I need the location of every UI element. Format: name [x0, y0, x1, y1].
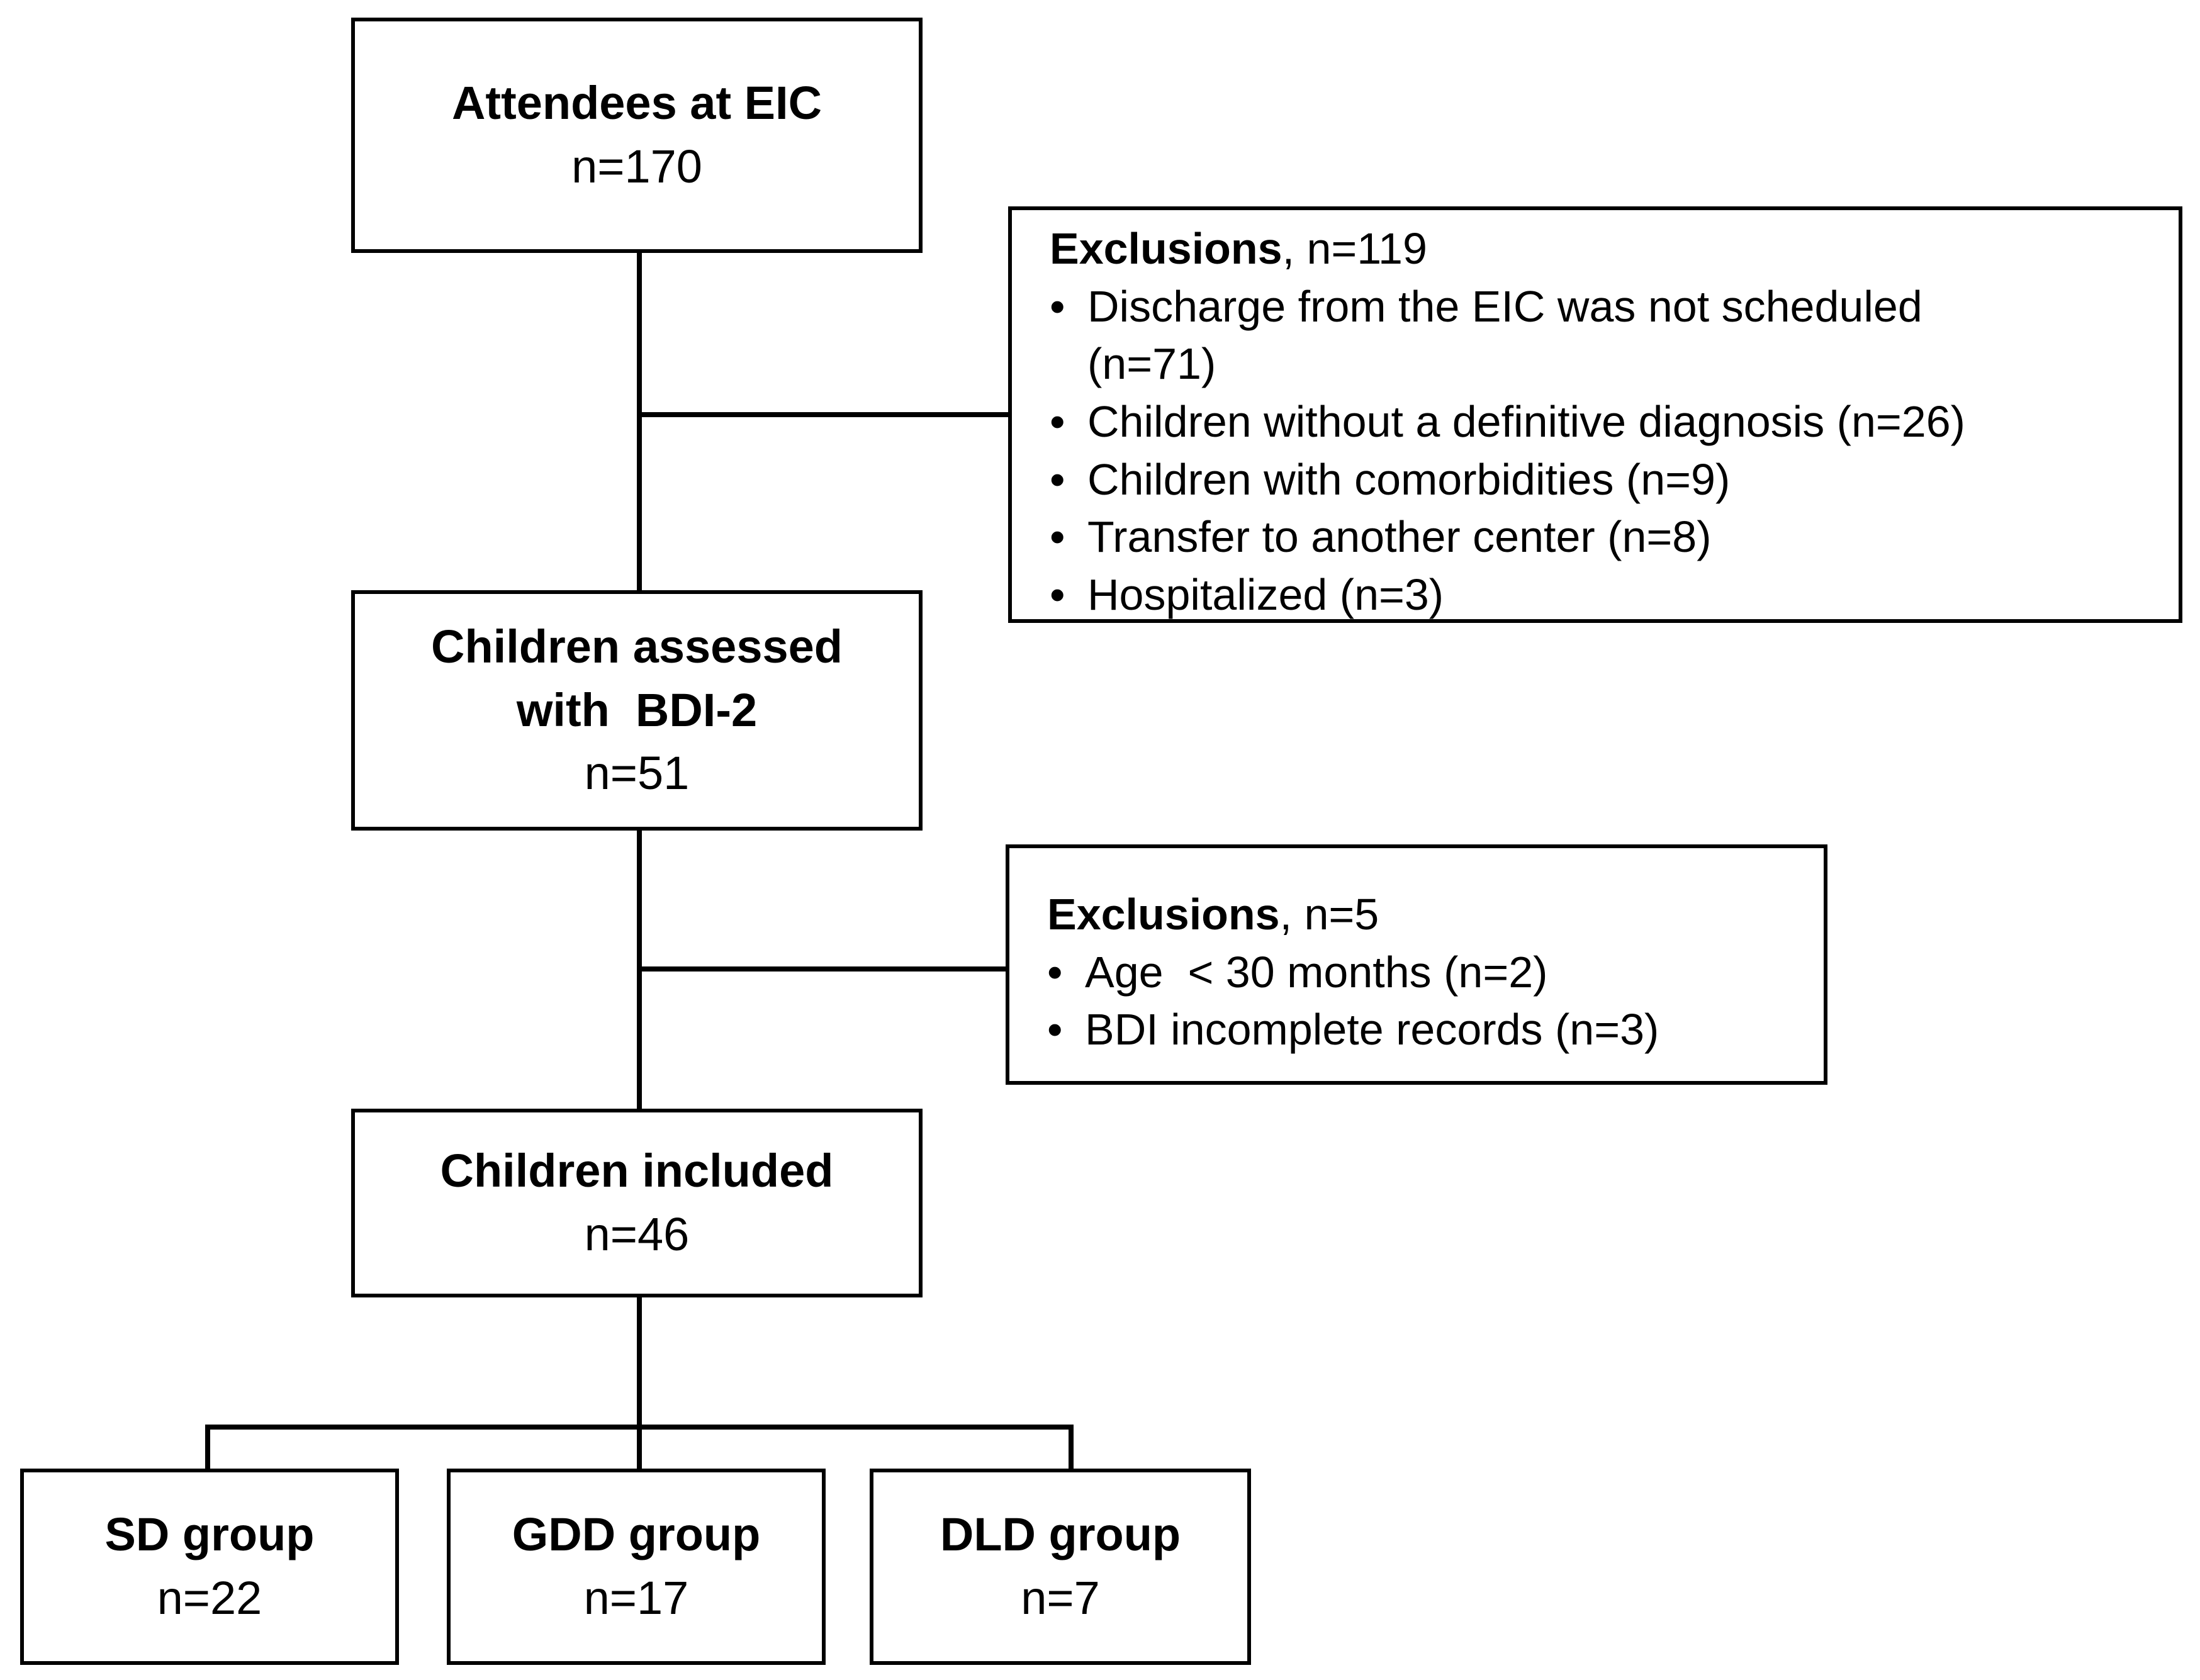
exclusions-1-item: Children without a definitive diagnosis … [1050, 393, 2057, 451]
exclusions-2-list: Age < 30 months (n=2) BDI incomplete rec… [1047, 944, 1824, 1059]
assessed-title-line1: Children assessed [431, 620, 843, 673]
exclusions-1-item: Discharge from the EIC was not scheduled… [1050, 278, 2057, 393]
group-gdd-title: GDD group [512, 1508, 761, 1561]
connector-group-dld [1069, 1425, 1074, 1472]
connector-main-upper [637, 252, 642, 591]
group-sd-count: n=22 [157, 1572, 262, 1624]
exclusions-box-2: Exclusions, n=5 Age < 30 months (n=2) BD… [1006, 844, 1827, 1085]
attendees-box: Attendees at EIC n=170 [351, 18, 923, 253]
exclusions-2-heading-line: Exclusions, n=5 [1047, 886, 1824, 944]
connector-group-sd [205, 1425, 210, 1472]
group-dld-count: n=7 [1021, 1572, 1100, 1624]
connector-exclusions-2 [637, 966, 1007, 972]
exclusions-1-count: , n=119 [1282, 224, 1427, 273]
exclusions-box-1: Exclusions, n=119 Discharge from the EIC… [1008, 206, 2182, 624]
group-box-gdd: GDD group n=17 [447, 1469, 826, 1665]
connector-groups-horizontal [205, 1425, 1074, 1430]
assessed-title-line2: with BDI-2 [516, 683, 758, 736]
included-box: Children included n=46 [351, 1109, 923, 1297]
exclusions-2-heading: Exclusions [1047, 890, 1280, 939]
group-box-sd: SD group n=22 [20, 1469, 399, 1665]
exclusions-1-item: Transfer to another center (n=8) [1050, 508, 2057, 566]
exclusions-1-heading: Exclusions [1050, 224, 1282, 273]
attendees-count: n=170 [571, 140, 702, 193]
assessed-count: n=51 [584, 747, 690, 800]
exclusions-1-heading-line: Exclusions, n=119 [1050, 220, 2179, 278]
exclusions-2-item: Age < 30 months (n=2) [1047, 944, 1824, 1002]
group-sd-title: SD group [104, 1508, 315, 1561]
exclusions-1-item: Hospitalized (n=3) [1050, 566, 2057, 624]
group-gdd-count: n=17 [583, 1572, 689, 1624]
group-box-dld: DLD group n=7 [870, 1469, 1251, 1665]
exclusions-1-item: Children with comorbidities (n=9) [1050, 451, 2057, 509]
connector-exclusions-1 [637, 412, 1009, 417]
assessed-box: Children assessed with BDI-2 n=51 [351, 590, 923, 831]
exclusions-1-list: Discharge from the EIC was not scheduled… [1050, 278, 2057, 624]
included-count: n=46 [584, 1208, 690, 1260]
group-dld-title: DLD group [940, 1508, 1181, 1561]
connector-main-lower [637, 1296, 642, 1472]
attendees-title: Attendees at EIC [451, 77, 822, 130]
included-title: Children included [440, 1145, 834, 1197]
exclusions-2-count: , n=5 [1279, 890, 1379, 939]
exclusions-2-item: BDI incomplete records (n=3) [1047, 1001, 1824, 1059]
